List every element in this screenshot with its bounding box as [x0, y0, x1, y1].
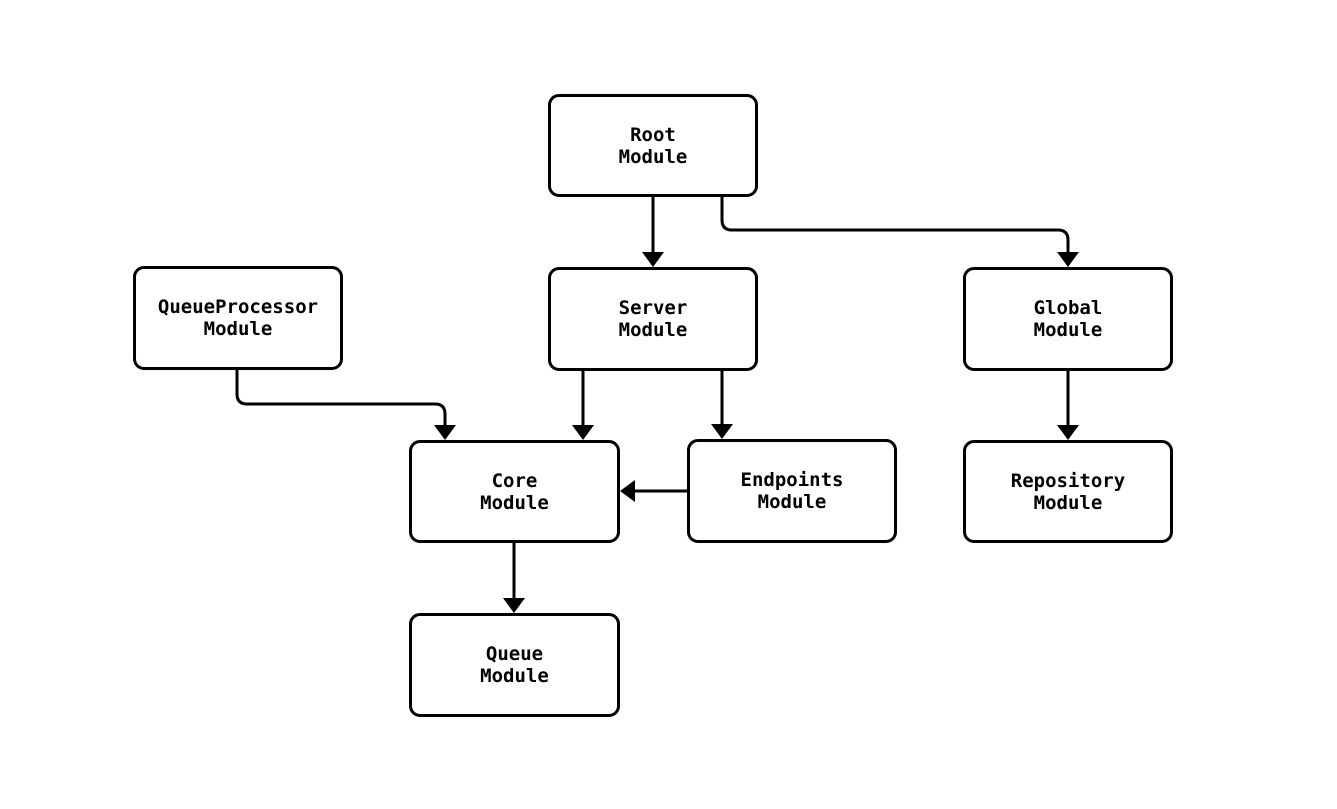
node-label-root-line2: Module: [618, 145, 688, 168]
node-label-root-line1: Root: [630, 123, 676, 146]
edge-root-to-global: [720, 197, 1070, 256]
arrowhead-global-to-repository: [1057, 425, 1079, 440]
node-label-queueprocessor-line2: Module: [203, 318, 273, 340]
node-label-core-line1: Core: [491, 469, 538, 492]
node-label-repository-line1: Repository: [1010, 469, 1126, 492]
node-label-repository-line2: Module: [1033, 491, 1103, 514]
arrowhead-server-to-core: [572, 425, 594, 440]
node-label-global-line2: Module: [1033, 319, 1103, 341]
edge-queueprocessor-to-core: [235, 370, 447, 429]
arrowhead-endpoints-to-core: [620, 480, 635, 502]
node-label-queueprocessor-line1: QueueProcessor: [157, 296, 319, 318]
node-label-queue-line2: Module: [480, 665, 549, 687]
node-label-endpoints-line1: Endpoints: [740, 469, 844, 491]
node-label-queue-line1: Queue: [485, 643, 544, 665]
node-label-endpoints-line2: Module: [757, 491, 827, 513]
node-label-server-line2: Module: [618, 319, 688, 341]
node-label-global-line1: Global: [1033, 297, 1103, 319]
arrowhead-root-to-global: [1057, 252, 1079, 267]
node-label-core-line2: Module: [480, 491, 549, 514]
arrowhead-queueprocessor-to-core: [434, 425, 456, 440]
node-label-server-line1: Server: [618, 297, 688, 319]
arrowhead-core-to-queue: [503, 598, 525, 613]
arrowhead-root-to-server: [642, 252, 664, 267]
arrowhead-server-to-endpoints: [711, 424, 733, 439]
